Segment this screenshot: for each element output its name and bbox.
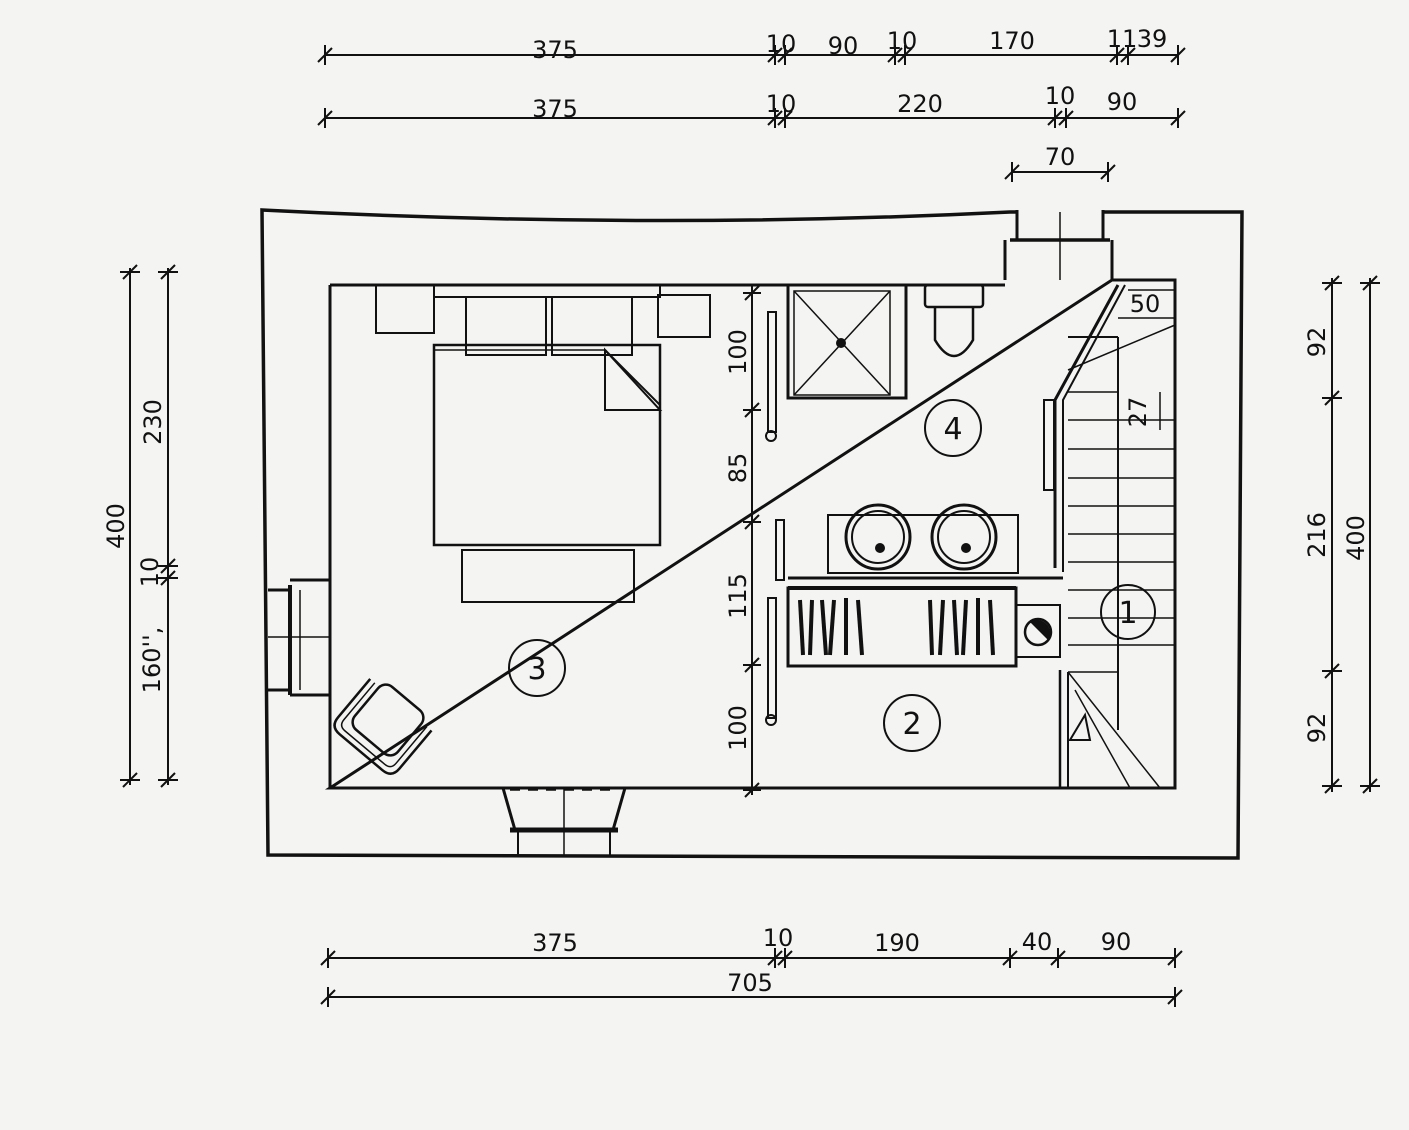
partition-dim-85: 85 <box>724 453 752 484</box>
top-dim-3-70: 70 <box>1045 143 1076 171</box>
bottom-dim-10: 10 <box>763 924 794 952</box>
top-dim-1-375: 375 <box>532 36 578 64</box>
room-number-3: 3 <box>527 652 546 687</box>
bottom-window <box>501 787 627 857</box>
top-dim-1-170: 170 <box>989 27 1035 55</box>
right-inner-216: 216 <box>1303 512 1331 558</box>
wardrobe-area <box>765 586 1062 788</box>
bottom-dim-90: 90 <box>1101 928 1132 956</box>
right-outer-400: 400 <box>1342 515 1370 561</box>
room-number-4: 4 <box>943 412 962 447</box>
right-inner-92b: 92 <box>1303 713 1331 744</box>
top-dim-1-10a: 10 <box>766 30 797 58</box>
left-outer-400: 400 <box>102 503 130 549</box>
partition-dim-100b: 100 <box>724 705 752 751</box>
bottom-total-705: 705 <box>727 969 773 997</box>
left-inner-10: 10 <box>136 557 164 588</box>
top-dimension-row-2: 375 10 220 10 90 <box>317 82 1186 128</box>
stair-dim-27: 27 <box>1124 397 1152 428</box>
partition-wall: 100 85 115 100 <box>724 285 761 798</box>
top-dim-1-39: 39 <box>1137 25 1168 53</box>
room-labels: 1 2 3 4 <box>508 399 1156 752</box>
left-inner-160: 160'', <box>138 627 166 694</box>
top-dim-1-11: 11 <box>1107 25 1138 53</box>
bottom-dimensions: 375 10 190 40 90 705 <box>320 924 1183 1007</box>
left-window <box>268 578 330 697</box>
bottom-dim-190: 190 <box>874 929 920 957</box>
bottom-dim-375: 375 <box>532 929 578 957</box>
top-dim-1-10b: 10 <box>887 27 918 55</box>
outer-wall <box>260 205 1244 860</box>
partition-dim-100a: 100 <box>724 329 752 375</box>
top-dimension-row-1: 375 10 90 10 170 11 39 <box>317 25 1186 65</box>
top-dim-2-220: 220 <box>897 90 943 118</box>
top-dim-2-10a: 10 <box>766 90 797 118</box>
top-dim-2-90: 90 <box>1107 88 1138 116</box>
partition-dim-115: 115 <box>724 573 752 619</box>
room-number-2: 2 <box>902 707 921 742</box>
bathroom-fixtures <box>765 283 1126 581</box>
stair-dim-50: 50 <box>1130 290 1161 318</box>
right-dimensions: 92 216 92 400 <box>1303 275 1380 794</box>
bedroom-furniture <box>333 284 711 775</box>
top-dim-1-90: 90 <box>828 32 859 60</box>
room-number-1: 1 <box>1118 596 1137 631</box>
left-inner-230: 230 <box>139 399 167 445</box>
top-dimension-row-3: 70 <box>1004 143 1116 182</box>
bottom-dim-40: 40 <box>1022 928 1053 956</box>
right-inner-92a: 92 <box>1303 327 1331 358</box>
staircase: 50 27 <box>1067 289 1176 789</box>
top-dim-2-375: 375 <box>532 95 578 123</box>
left-dimensions: 400 230 10 160'', <box>102 264 178 788</box>
top-dim-2-10b: 10 <box>1045 82 1076 110</box>
